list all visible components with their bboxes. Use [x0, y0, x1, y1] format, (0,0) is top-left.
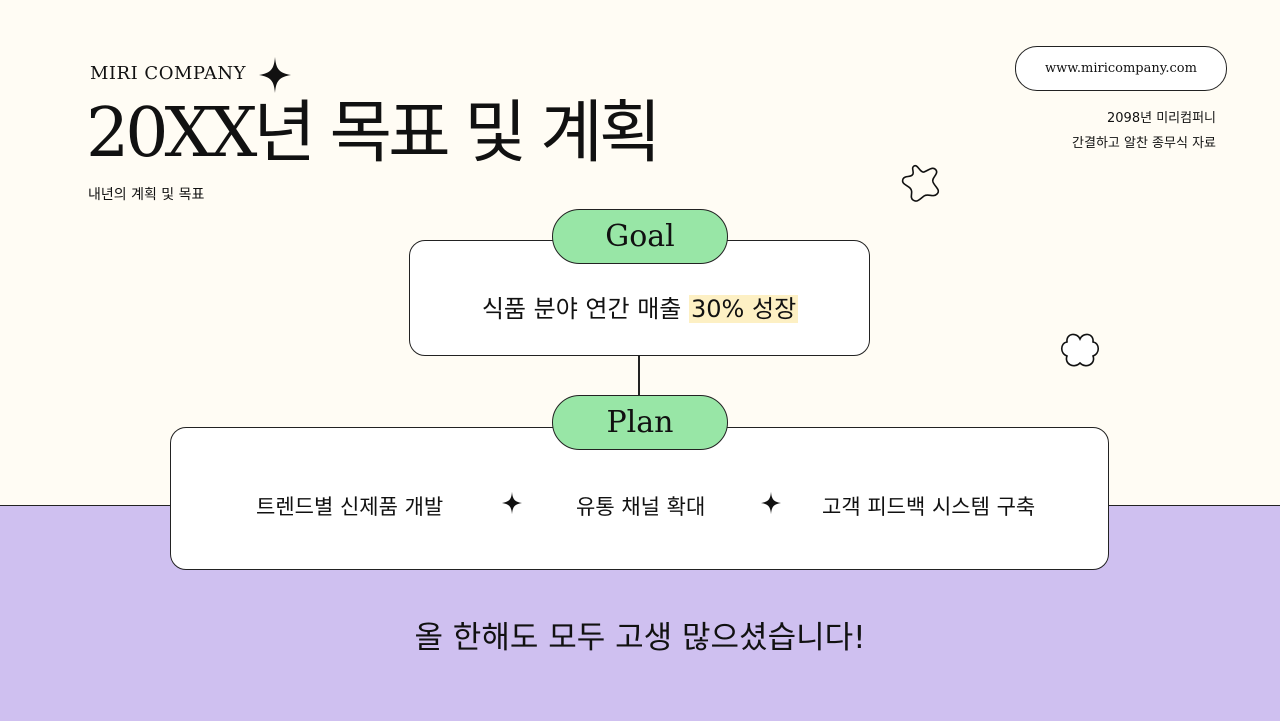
page-title: 20XX년 목표 및 계획 [86, 94, 662, 173]
meta-company-year: 2098년 미리컴퍼니 [1107, 111, 1216, 126]
connector-line [638, 356, 640, 396]
plan-item: 고객 피드백 시스템 구축 [822, 495, 1036, 519]
plan-label-pill: Plan [552, 395, 728, 450]
goal-label-pill: Goal [552, 209, 728, 264]
sparkle-icon [259, 57, 291, 93]
sparkle-icon [502, 491, 522, 515]
plan-item: 트렌드별 신제품 개발 [256, 495, 444, 519]
plan-item: 유통 채널 확대 [576, 495, 706, 519]
goal-highlight: 30% 성장 [689, 295, 799, 323]
goal-description: 식품 분야 연간 매출 [481, 295, 682, 323]
brand-name: MIRI COMPANY [90, 63, 246, 84]
page-subtitle: 내년의 계획 및 목표 [88, 187, 205, 203]
closing-message: 올 한해도 모두 고생 많으셨습니다! [414, 620, 866, 656]
squiggle-star-icon [901, 164, 940, 202]
sparkle-icon [761, 491, 781, 515]
plan-card [170, 427, 1109, 570]
clover-icon [1060, 333, 1100, 367]
website-link[interactable]: www.miricompany.com [1015, 46, 1227, 91]
goal-text: 식품 분야 연간 매출 30% 성장 [0, 289, 1280, 324]
meta-description: 간결하고 알찬 종무식 자료 [1072, 136, 1216, 151]
